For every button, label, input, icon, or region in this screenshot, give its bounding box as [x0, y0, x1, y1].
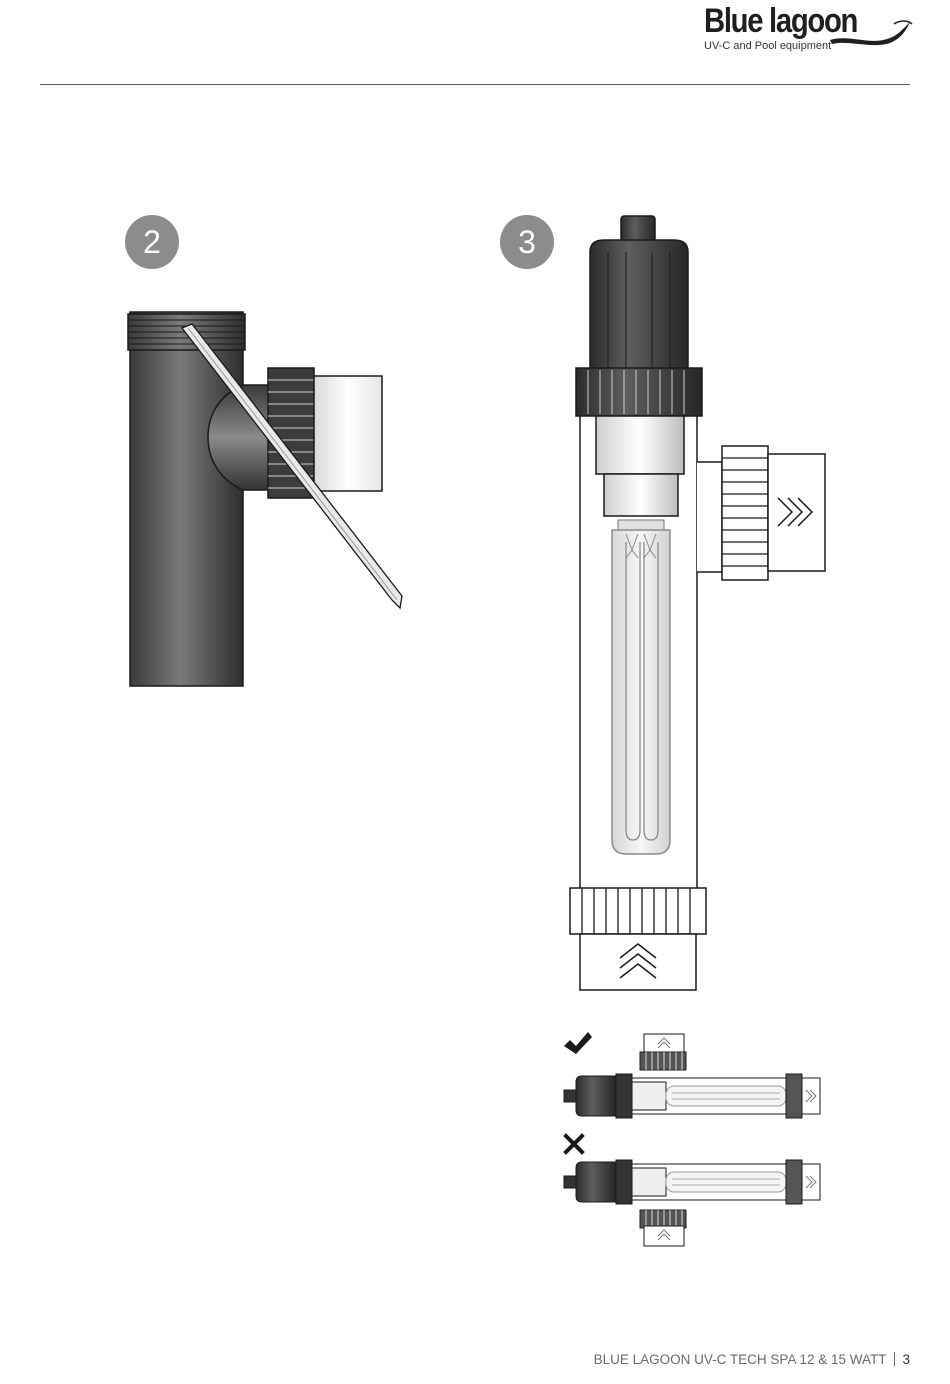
footer-separator: [894, 1352, 896, 1366]
step-badge-2: 2: [125, 215, 179, 269]
incorrect-orientation-illustration: [563, 1133, 821, 1247]
double-chevron-up-icon: [619, 943, 657, 979]
screwdriver-icon: [180, 323, 403, 610]
checkmark-icon: [564, 1032, 592, 1054]
brand-name: Blue lagoon: [704, 2, 858, 40]
main-pipe: [127, 311, 246, 687]
page-footer: BLUE LAGOON UV-C TECH SPA 12 & 15 WATT 3: [594, 1352, 910, 1367]
footer-title: BLUE LAGOON UV-C TECH SPA 12 & 15 WATT: [593, 1352, 887, 1367]
step-2-housing-illustration: [127, 311, 403, 687]
lamp-cap: [589, 239, 689, 373]
lamp-socket: [595, 415, 685, 475]
header-divider: [40, 84, 910, 85]
page-number: 3: [902, 1352, 910, 1367]
brand-tagline: UV-C and Pool equipment: [704, 40, 832, 52]
bottom-union-nut: [569, 887, 707, 935]
cross-icon: [563, 1133, 585, 1155]
double-chevron-icon: [777, 497, 814, 527]
side-union-nut: [721, 445, 769, 581]
brand-logo: Blue lagoon UV-C and Pool equipment: [700, 2, 915, 60]
correct-orientation-illustration: [563, 1032, 821, 1119]
step-badge-3: 3: [500, 215, 554, 269]
top-union-nut: [575, 367, 703, 417]
uv-lamp: [611, 529, 671, 855]
step-3-uvc-unit-illustration: [569, 215, 826, 991]
wave-logo-icon: [830, 20, 913, 46]
